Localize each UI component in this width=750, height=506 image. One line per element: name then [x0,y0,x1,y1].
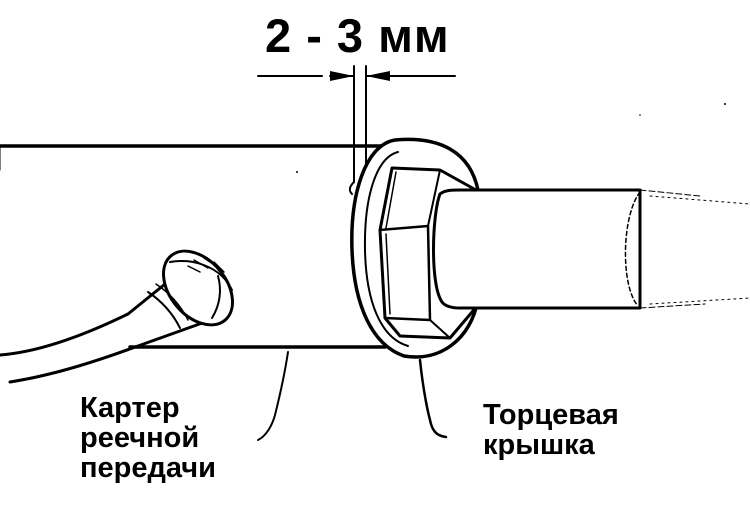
rack-housing-label-line-3: передачи [80,452,216,484]
rack-housing [0,144,387,349]
cable-connector [0,249,234,384]
leader-lines [257,351,448,441]
end-cap-label-line-1: Торцевая [483,399,619,431]
dimension-indicator [257,65,456,195]
rack-housing-label: Картер реечной передачи [80,393,216,483]
tie-rod-shaft [432,188,750,310]
dimension-label: 2 - 3 мм [265,9,450,62]
scan-specks [296,103,726,173]
rack-housing-label-line-1: Картер [80,392,180,424]
end-cap-label: Торцевая крышка [483,400,619,460]
rack-housing-label-line-2: реечной [80,422,200,454]
end-cap-label-line-2: крышка [483,429,595,461]
